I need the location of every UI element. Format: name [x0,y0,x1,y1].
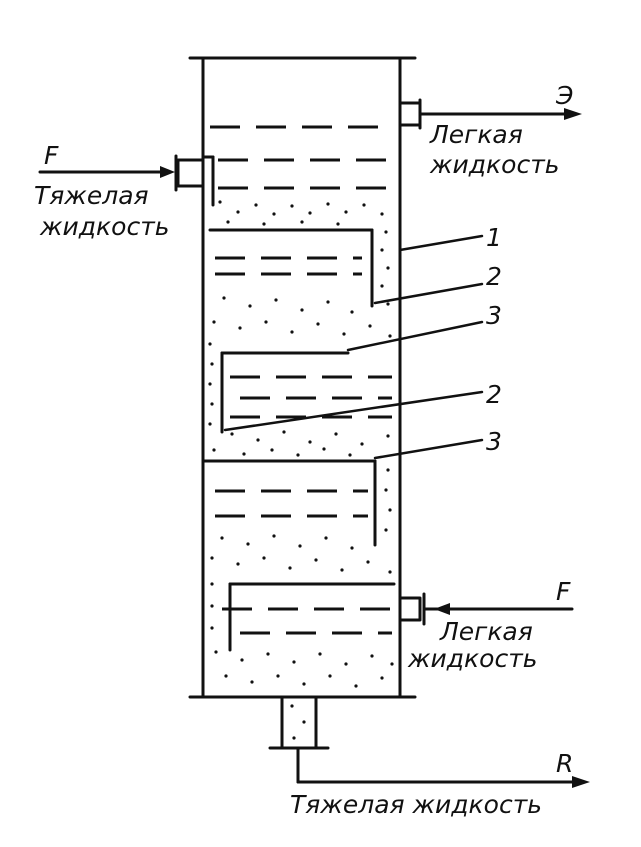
callout-1: 1 [486,223,502,252]
heavy-liquid-bottom-label: Тяжелая жидкость [290,790,542,819]
bottom-outlet-arrow [572,776,590,788]
middle-right-stream-letter: F [556,577,571,606]
heavy-feed-arrow [160,166,175,178]
top-light-outlet-arrow [564,108,582,120]
top-right-stream-letter: Э [555,81,573,110]
callout-leaders [223,234,484,460]
dots-zone-3 [212,430,392,532]
dots-zone-4 [210,534,392,630]
bottom-stream-letter: R [556,749,573,778]
dots-zone-1 [218,200,390,306]
callout-2-upper: 2 [486,262,502,291]
heavy-liquid-dots [208,200,394,740]
light-liquid-top-label-line2: жидкость [429,150,560,179]
light-liquid-dashes [210,125,392,635]
heavy-liquid-left-label-line1: Тяжелая [34,181,149,210]
callout-3-lower: 3 [486,427,502,456]
internal-baffles [201,228,396,652]
heavy-feed-inlet [38,154,215,207]
top-light-outlet [398,98,574,130]
feed-stream-letter: F [44,141,59,170]
middle-light-outlet-arrow [434,603,450,615]
light-liquid-mid-label-line1: Легкая [439,617,533,646]
dots-zone-2 [208,296,392,426]
heavy-liquid-left-label-line2: жидкость [39,212,170,241]
light-liquid-mid-label-line2: жидкость [407,644,538,673]
bottom-outlet-pipe [268,695,584,784]
callout-3-upper: 3 [486,301,502,330]
light-liquid-top-label-line1: Легкая [429,120,523,149]
dots-zone-5 [214,650,394,740]
callout-2-lower: 2 [486,380,502,409]
